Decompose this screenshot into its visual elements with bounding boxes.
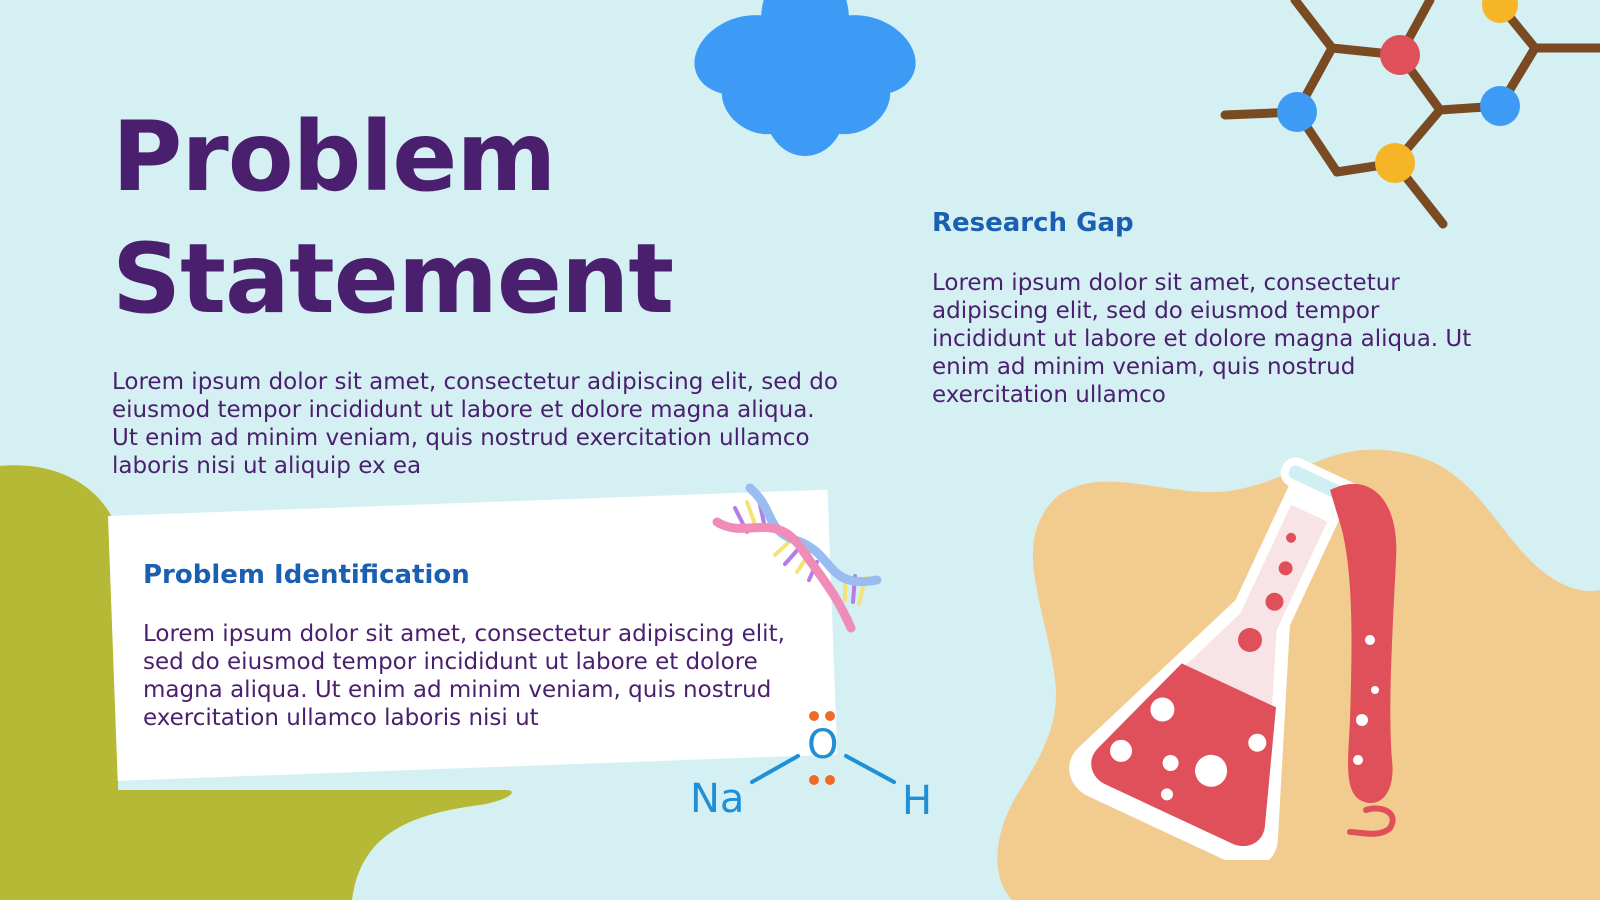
research-gap-text: Lorem ipsum dolor sit amet, consectetur … [932, 270, 1472, 408]
molecule-icon [1220, 0, 1600, 229]
title-line-1: Problem [112, 101, 556, 213]
dna-icon [712, 483, 882, 633]
naoh-formula-icon: Na O H [690, 708, 950, 838]
title-line-2: Statement [112, 223, 674, 335]
flask-icon [1069, 457, 1397, 860]
page-title: Problem Statement [112, 96, 674, 340]
formula-sodium: Na [690, 776, 745, 822]
problem-identification-text: Lorem ipsum dolor sit amet, consectetur … [143, 621, 785, 731]
olive-blob [0, 465, 512, 900]
intro-paragraph: Lorem ipsum dolor sit amet, consectetur … [112, 369, 838, 479]
formula-oxygen: O [807, 722, 839, 768]
research-gap-heading: Research Gap [932, 208, 1134, 238]
formula-hydrogen: H [902, 778, 933, 824]
flower-icon [694, 0, 916, 156]
problem-identification-heading: Problem Identification [143, 560, 470, 590]
